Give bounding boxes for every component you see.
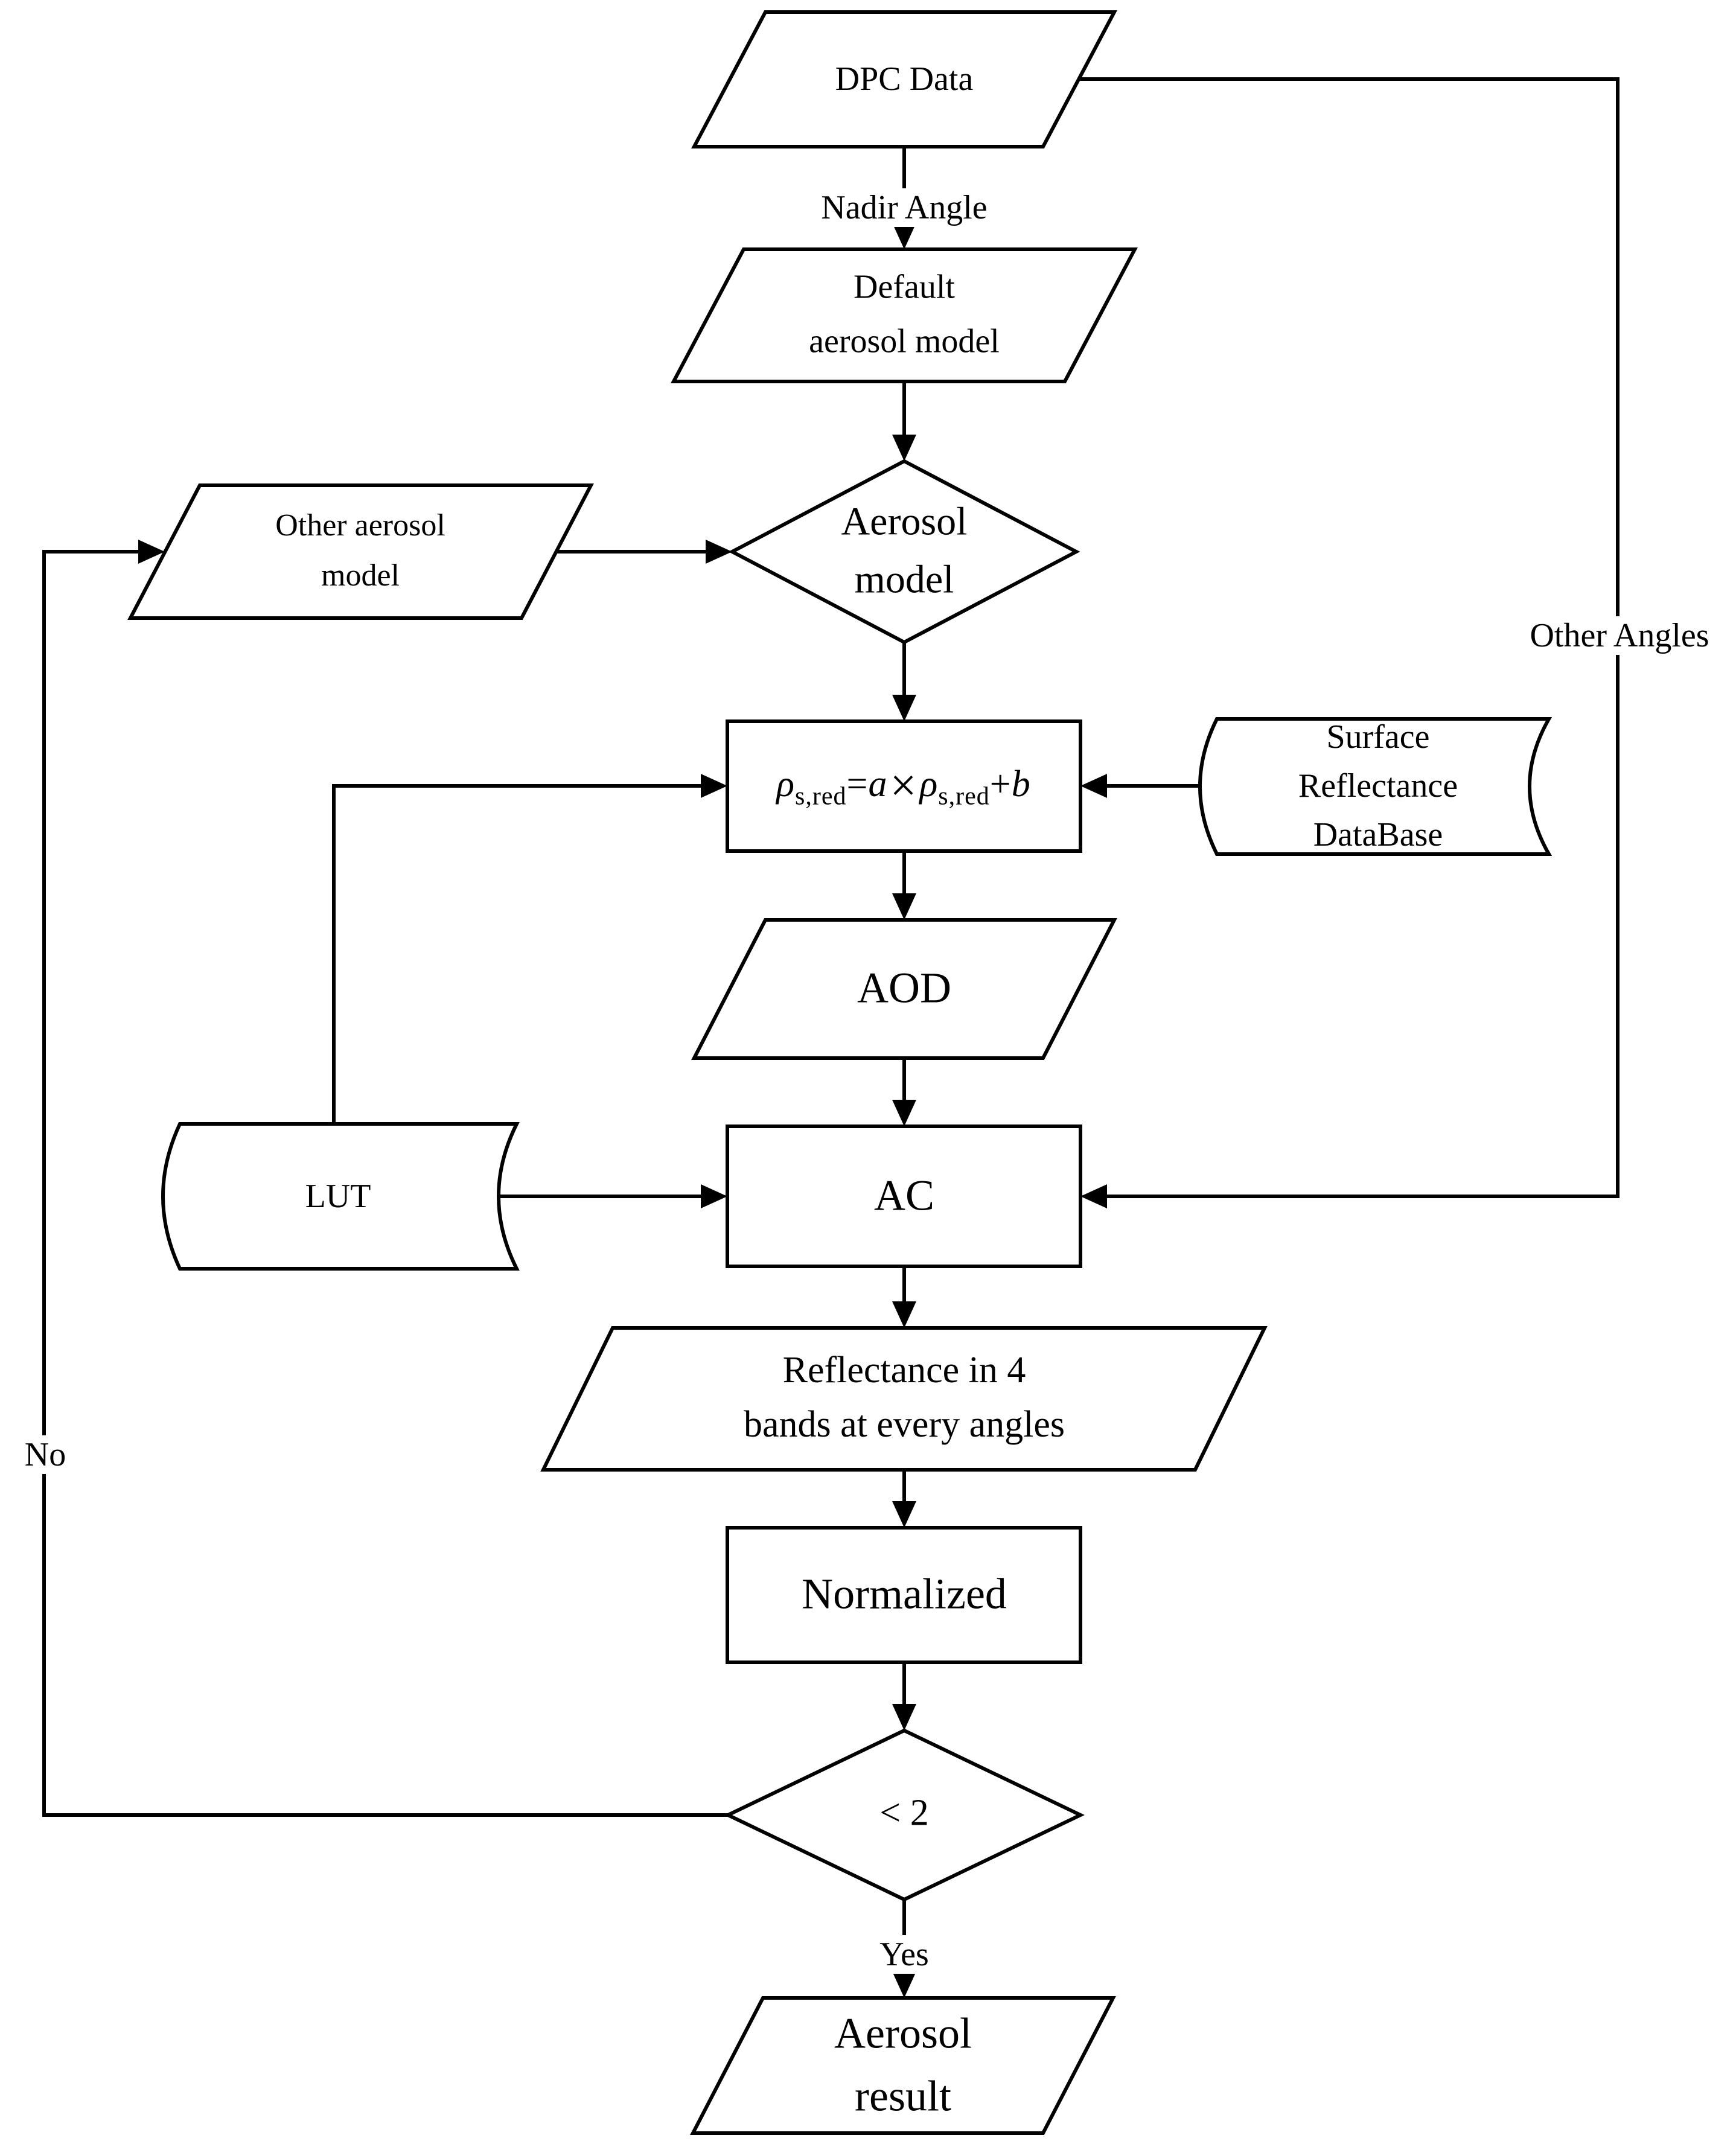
surface-reflectance-database-shape (1198, 717, 1553, 856)
default-aerosol-model-line2: aerosol model (809, 322, 1000, 360)
reflectance-line2: bands at every angles (744, 1404, 1065, 1445)
arrowhead-into-reflectance (892, 1301, 916, 1328)
arrowhead-into-equation-left (701, 774, 727, 798)
arrowhead-into-equation-top (892, 695, 916, 721)
surface-reflectance-database-label: Surface Reflectance DataBase (1298, 713, 1458, 860)
no-edge-label: No (17, 1435, 74, 1474)
arrowhead-into-aerosol-model-top (892, 435, 916, 461)
aerosol-model-line1: Aerosol (841, 499, 968, 544)
formula-rho-1: ρ (776, 764, 796, 805)
aerosol-result-line2: result (855, 2072, 951, 2120)
nadir-angle-edge-label: Nadir Angle (814, 188, 995, 227)
ac-shape (726, 1125, 1082, 1268)
formula-coeff-b: b (1011, 764, 1031, 805)
aod-label: AOD (857, 963, 951, 1012)
other-aerosol-model-shape (127, 483, 594, 620)
ac-label: AC (873, 1171, 935, 1220)
default-aerosol-model-shape (671, 247, 1138, 383)
iteration-check-shape (724, 1728, 1085, 1902)
other-angles-edge-label: Other Angles (1522, 616, 1717, 655)
yes-edge-label: Yes (872, 1935, 936, 1974)
default-aerosol-model-line1: Default (854, 268, 955, 306)
normalized-label: Normalized (802, 1569, 1007, 1618)
arrowhead-into-ac-left (701, 1184, 727, 1208)
surface-reflectance-equation-shape (726, 719, 1082, 853)
normalized-shape (726, 1526, 1082, 1664)
formula-sub-1: s,red (795, 782, 847, 811)
aerosol-result-line1: Aerosol (834, 2009, 972, 2058)
formula-coeff-a: a (868, 764, 888, 805)
formula-sub-2: s,red (938, 782, 990, 811)
reflectance-4-bands-label: Reflectance in 4 bands at every angles (744, 1344, 1065, 1452)
reflectance-4-bands-shape (540, 1326, 1268, 1472)
other-aerosol-model-line2: model (321, 558, 400, 593)
aerosol-model-decision-shape (728, 459, 1080, 645)
other-aerosol-model-line1: Other aerosol (275, 508, 445, 543)
aerosol-model-line2: model (854, 557, 954, 601)
lut-shape (161, 1122, 520, 1271)
lut-label: LUT (305, 1178, 371, 1215)
arrowhead-into-aerosol-result (892, 1971, 916, 1998)
arrowhead-into-ac-top (892, 1100, 916, 1126)
aerosol-result-label: Aerosol result (834, 2002, 972, 2128)
arrowhead-into-normalized (892, 1501, 916, 1528)
edge-no-loop (42, 550, 728, 1817)
formula-plus: + (989, 764, 1012, 805)
surface-reflectance-equation: ρs,red=a×ρs,red+b (776, 758, 1030, 812)
arrowhead-into-other-aerosol-model (138, 540, 165, 564)
formula-rho-2: ρ (919, 764, 939, 805)
aod-shape (691, 918, 1117, 1060)
edge-lut-to-equation (332, 784, 701, 1124)
arrowhead-into-ac-right (1080, 1184, 1107, 1208)
arrowhead-into-equation-right (1080, 774, 1107, 798)
dpc-data-label: DPC Data (835, 60, 974, 98)
database-line3: DataBase (1313, 816, 1443, 854)
database-line2: Reflectance (1298, 767, 1458, 805)
reflectance-line1: Reflectance in 4 (782, 1350, 1026, 1391)
dpc-data-shape (691, 10, 1117, 148)
aerosol-result-shape (690, 1996, 1116, 2135)
arrowhead-into-iteration-check (892, 1704, 916, 1731)
arrowhead-into-aerosol-model-left (706, 540, 732, 564)
other-aerosol-model-label: Other aerosol model (275, 500, 445, 601)
arrowhead-into-default (892, 223, 916, 249)
formula-equals: = (846, 764, 869, 805)
aerosol-model-decision-label: Aerosol model (841, 493, 968, 608)
iteration-check-label: < 2 (879, 1792, 929, 1834)
arrowhead-into-aod (892, 893, 916, 920)
default-aerosol-model-label: Default aerosol model (809, 260, 1000, 368)
database-line1: Surface (1326, 718, 1430, 756)
formula-times: × (890, 759, 917, 811)
